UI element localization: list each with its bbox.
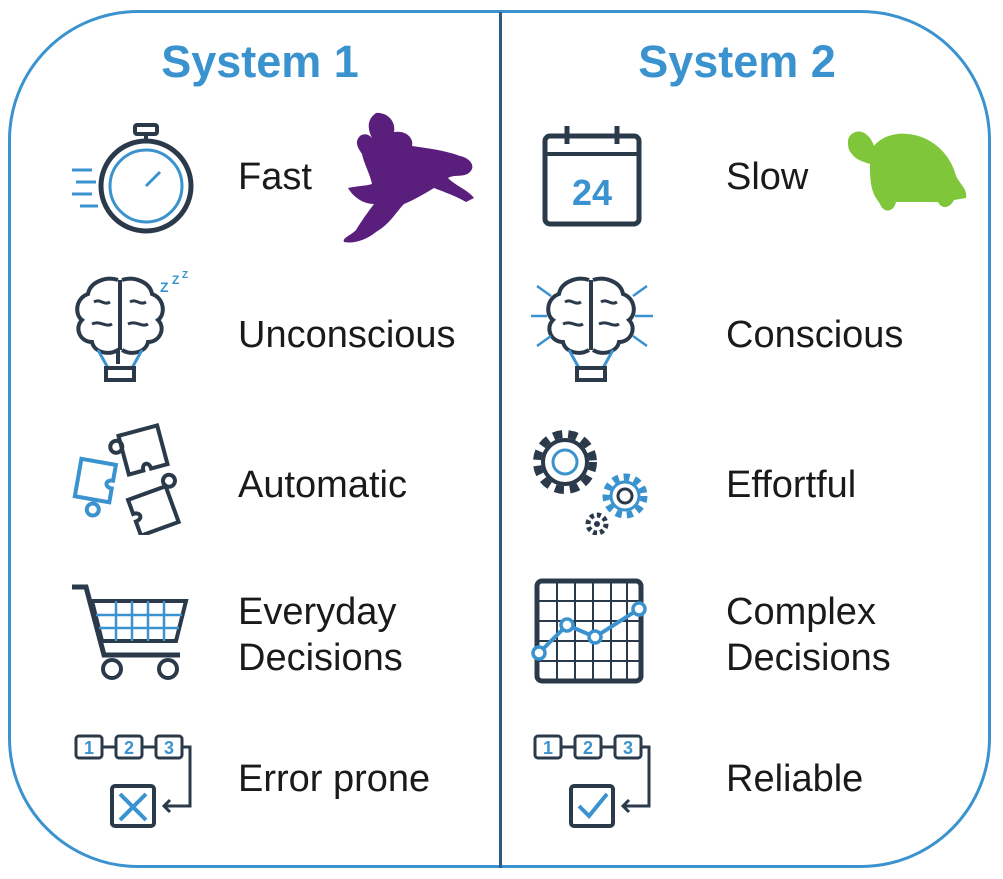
column-divider xyxy=(499,12,502,868)
sequence-check-icon: 1 2 3 xyxy=(527,722,657,837)
seq-num-2: 2 xyxy=(124,738,134,758)
svg-text:Z: Z xyxy=(172,273,179,287)
label-decisions-2: Decisions xyxy=(726,637,891,679)
puzzle-icon xyxy=(68,420,198,535)
stopwatch-icon xyxy=(68,120,198,235)
label-unconscious: Unconscious xyxy=(238,314,456,356)
label-complex: Complex xyxy=(726,591,876,633)
shopping-cart-icon xyxy=(68,575,198,690)
active-brain-icon xyxy=(527,268,657,383)
system2-title: System 2 xyxy=(638,36,836,87)
calendar-day: 24 xyxy=(572,172,612,213)
seq-num-3: 3 xyxy=(164,738,174,758)
sequence-error-icon: 1 2 3 xyxy=(68,722,198,837)
label-fast: Fast xyxy=(238,156,312,198)
seq-num-1b: 1 xyxy=(543,738,553,758)
label-reliable: Reliable xyxy=(726,758,864,800)
seq-num-3b: 3 xyxy=(623,738,633,758)
system1-title: System 1 xyxy=(161,36,359,87)
svg-text:Z: Z xyxy=(182,270,188,281)
line-graph-icon xyxy=(527,575,657,690)
label-everyday: Everyday xyxy=(238,591,397,633)
seq-num-1: 1 xyxy=(84,738,94,758)
label-decisions-1: Decisions xyxy=(238,637,403,679)
label-error-prone: Error prone xyxy=(238,758,431,800)
calendar-icon: 24 xyxy=(527,120,657,235)
sleeping-brain-icon: Z Z Z xyxy=(68,268,198,383)
label-automatic: Automatic xyxy=(238,464,407,506)
seq-num-2b: 2 xyxy=(583,738,593,758)
svg-text:Z: Z xyxy=(160,279,169,295)
label-slow: Slow xyxy=(726,156,809,198)
label-conscious: Conscious xyxy=(726,314,904,356)
hare-icon xyxy=(336,108,476,248)
gears-icon xyxy=(527,420,657,535)
label-effortful: Effortful xyxy=(726,464,857,506)
tortoise-icon xyxy=(846,128,968,216)
